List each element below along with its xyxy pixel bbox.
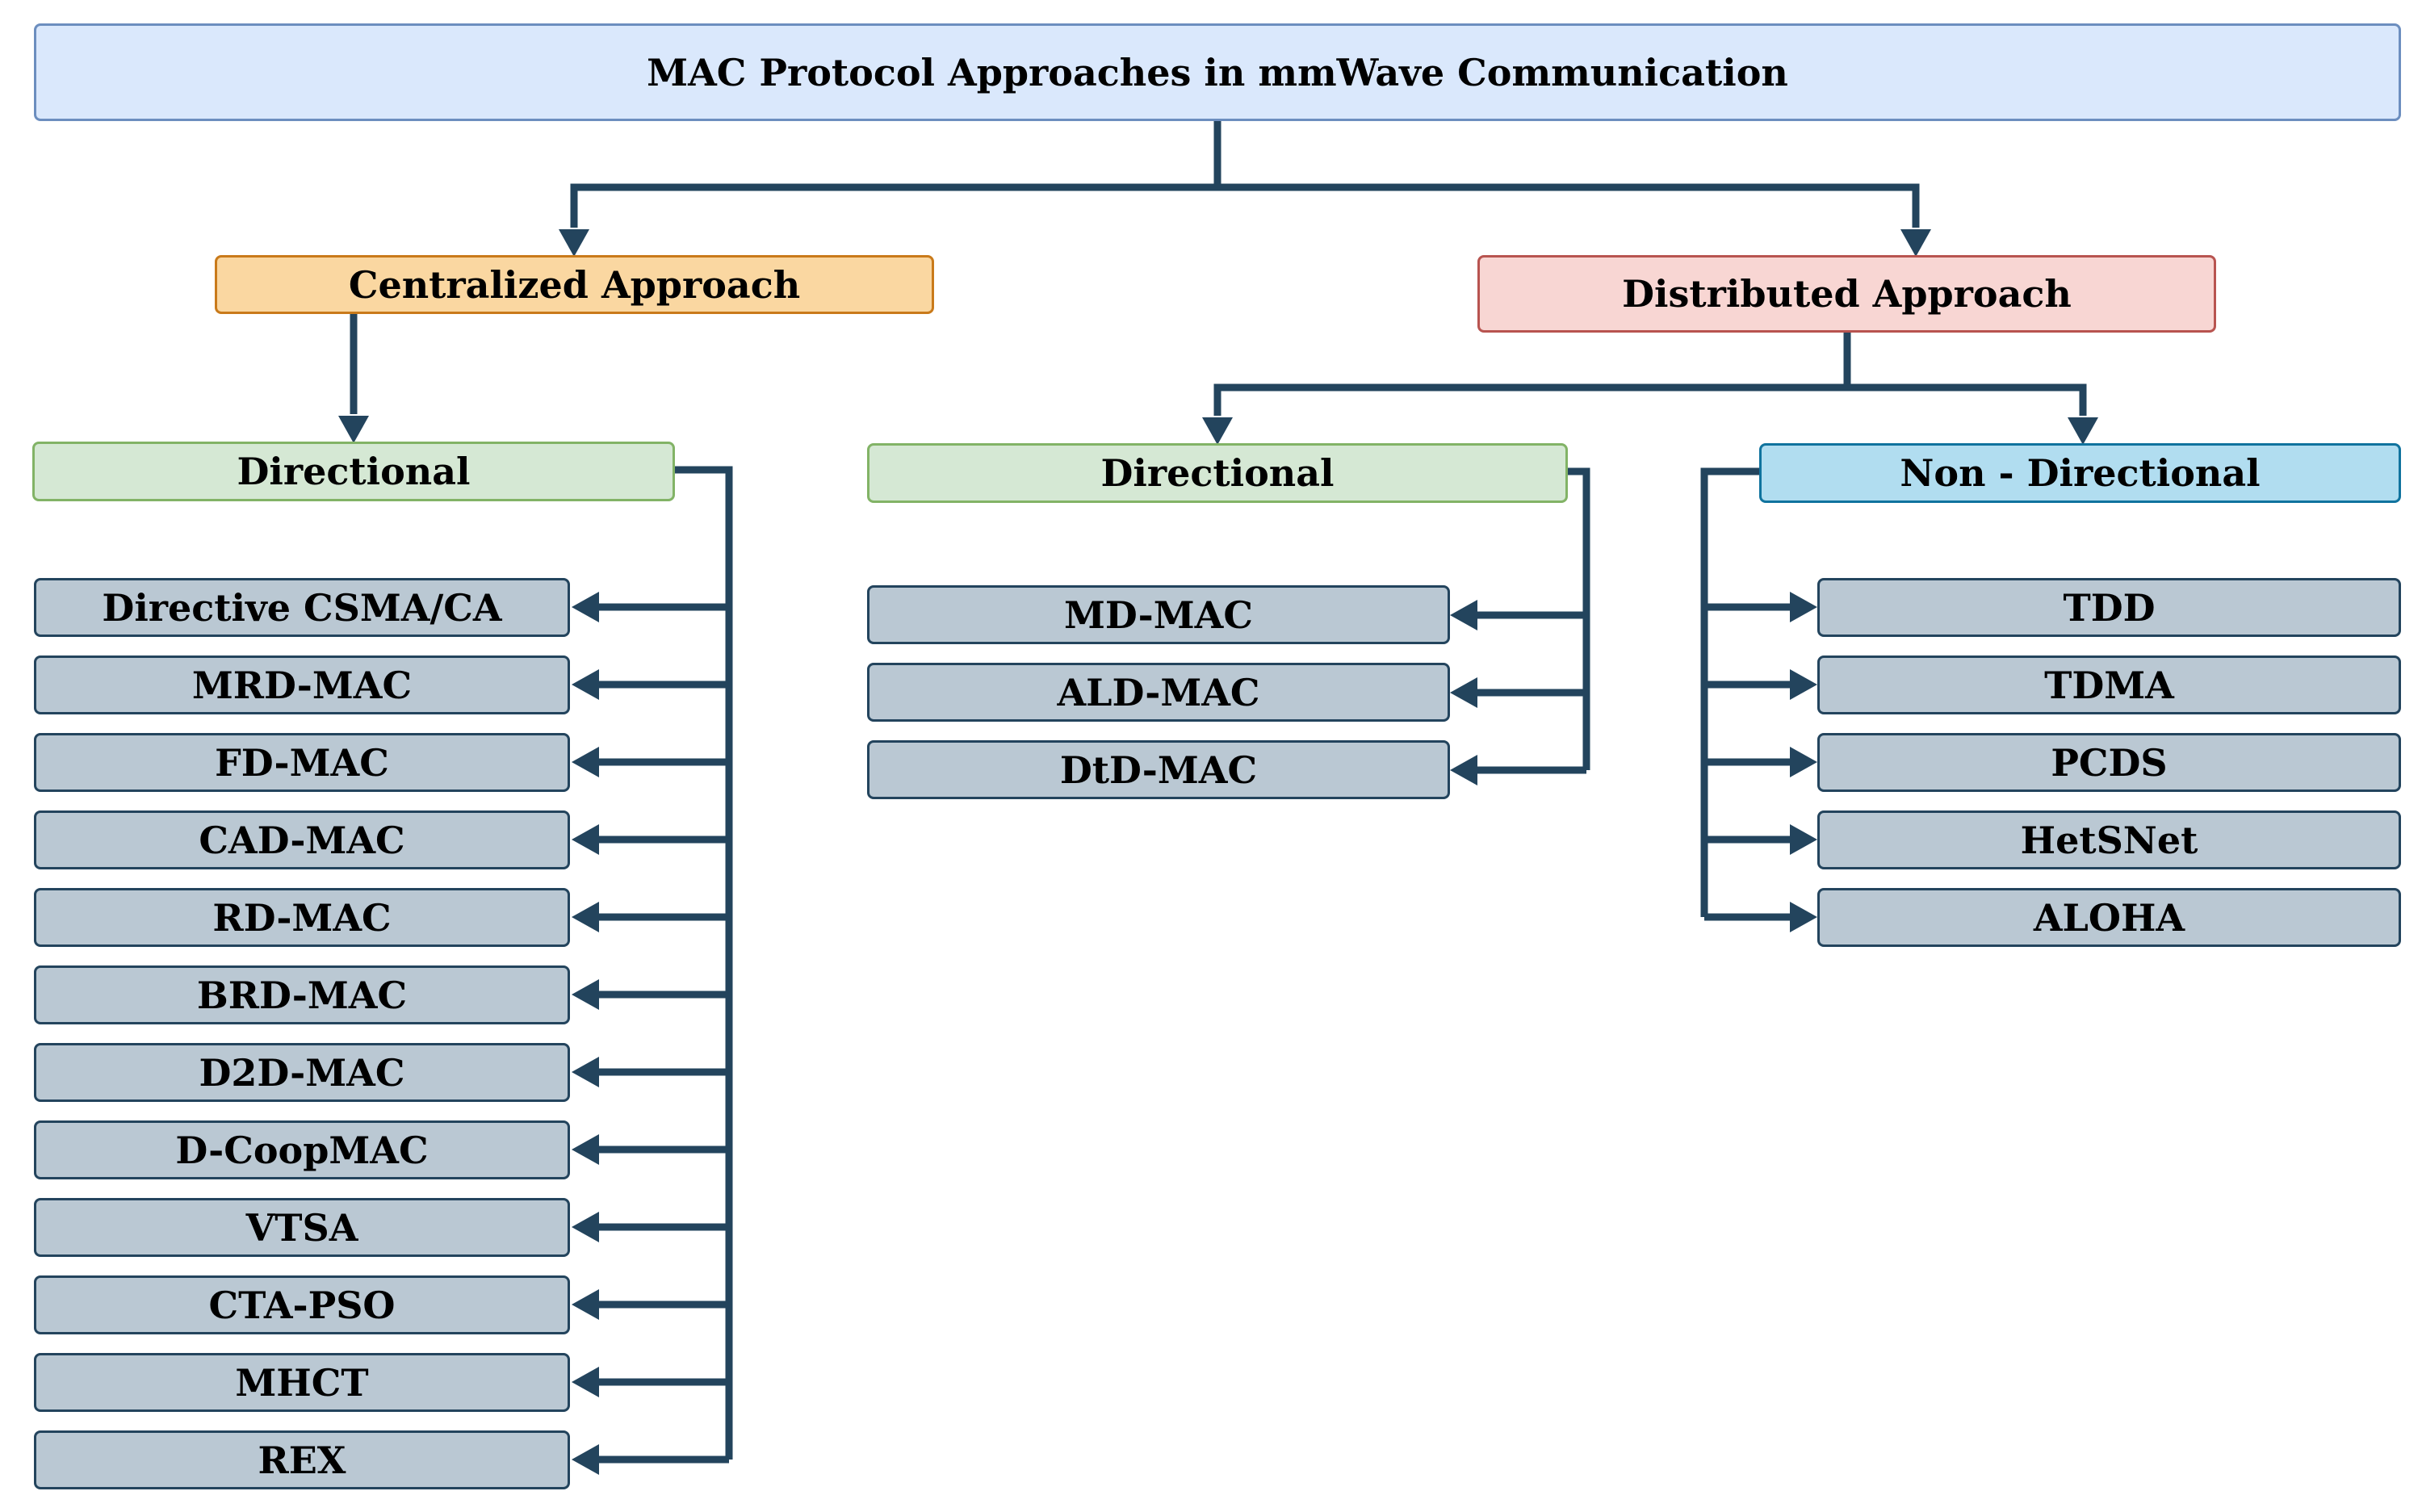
protocol-label: RD-MAC bbox=[212, 895, 392, 940]
arrowhead-left bbox=[572, 1212, 599, 1242]
protocol-label: VTSA bbox=[245, 1205, 358, 1250]
arrowhead-down bbox=[1900, 229, 1931, 257]
diagram-title-text: MAC Protocol Approaches in mmWave Commun… bbox=[647, 50, 1788, 94]
centralized-approach-label: Centralized Approach bbox=[348, 262, 801, 307]
protocol-d2d-mac: D2D-MAC bbox=[34, 1043, 570, 1102]
distributed-directional-node: Directional bbox=[867, 443, 1568, 503]
connector-distributed-to-non-directional bbox=[1847, 383, 2087, 416]
protocol-label: CAD-MAC bbox=[199, 818, 405, 862]
diagram-title: MAC Protocol Approaches in mmWave Commun… bbox=[34, 23, 2401, 121]
protocol-d-coopmac: D-CoopMAC bbox=[34, 1120, 570, 1179]
protocol-tdd: TDD bbox=[1817, 578, 2401, 637]
arrowhead-right bbox=[1790, 669, 1817, 700]
protocol-label: PCDS bbox=[2051, 740, 2168, 785]
arrowhead-right bbox=[1790, 824, 1817, 855]
protocol-label: CTA-PSO bbox=[208, 1283, 396, 1327]
arrowhead-left bbox=[572, 1134, 599, 1165]
arrowhead-right bbox=[1790, 747, 1817, 777]
arrowhead-left bbox=[1450, 755, 1477, 785]
protocol-rex: REX bbox=[34, 1430, 570, 1489]
protocol-mhct: MHCT bbox=[34, 1353, 570, 1412]
arrowhead-left bbox=[572, 669, 599, 700]
arrowhead-left bbox=[572, 1367, 599, 1397]
arrowhead-left bbox=[572, 824, 599, 855]
protocol-label: REX bbox=[258, 1438, 346, 1482]
connector-distributed-to-directional bbox=[1213, 333, 1851, 416]
arrowhead-left bbox=[1450, 677, 1477, 708]
centralized-directional-node: Directional bbox=[32, 442, 675, 501]
arrowhead-right bbox=[1790, 902, 1817, 932]
protocol-label: ALD-MAC bbox=[1057, 670, 1260, 714]
protocol-label: MRD-MAC bbox=[191, 663, 413, 707]
protocol-rd-mac: RD-MAC bbox=[34, 888, 570, 947]
protocol-label: FD-MAC bbox=[215, 740, 389, 785]
protocol-label: TDD bbox=[2063, 585, 2156, 630]
arrowhead-down bbox=[559, 229, 589, 257]
arrowhead-left bbox=[572, 902, 599, 932]
arrowhead-left bbox=[572, 592, 599, 622]
distributed-approach-node: Distributed Approach bbox=[1477, 255, 2216, 333]
arrowhead-left bbox=[572, 1057, 599, 1087]
protocol-label: D-CoopMAC bbox=[175, 1128, 429, 1172]
connector-centralized-directional-bus bbox=[675, 466, 733, 1460]
protocol-label: TDMA bbox=[2044, 663, 2174, 707]
arrowhead-left bbox=[572, 979, 599, 1010]
centralized-directional-label: Directional bbox=[237, 450, 471, 493]
protocol-brd-mac: BRD-MAC bbox=[34, 965, 570, 1024]
protocol-label: BRD-MAC bbox=[196, 973, 408, 1017]
arrowhead-down bbox=[2068, 417, 2098, 445]
arrowhead-down bbox=[338, 416, 369, 443]
protocol-label: ALOHA bbox=[2033, 895, 2185, 940]
protocol-hetsnet: HetSNet bbox=[1817, 810, 2401, 869]
connector-root-to-distributed bbox=[1217, 183, 1920, 228]
protocol-label: MD-MAC bbox=[1064, 593, 1253, 637]
protocol-mrd-mac: MRD-MAC bbox=[34, 655, 570, 714]
centralized-approach-node: Centralized Approach bbox=[215, 255, 934, 314]
protocol-fd-mac: FD-MAC bbox=[34, 733, 570, 792]
arrowhead-left bbox=[572, 1289, 599, 1320]
protocol-cad-mac: CAD-MAC bbox=[34, 810, 570, 869]
distributed-non-directional-label: Non - Directional bbox=[1900, 451, 2261, 495]
distributed-approach-label: Distributed Approach bbox=[1622, 272, 2072, 316]
protocol-label: MHCT bbox=[235, 1360, 369, 1405]
arrowhead-left bbox=[1450, 600, 1477, 630]
connector-non-directional-bus bbox=[1700, 467, 1759, 917]
arrowhead-left bbox=[572, 747, 599, 777]
protocol-label: HetSNet bbox=[2020, 818, 2198, 862]
arrowhead-right bbox=[1790, 592, 1817, 622]
arrowhead-down bbox=[1202, 417, 1233, 445]
protocol-directive-csma-ca: Directive CSMA/CA bbox=[34, 578, 570, 637]
arrowhead-left bbox=[572, 1444, 599, 1475]
protocol-dtd-mac: DtD-MAC bbox=[867, 740, 1450, 799]
protocol-ald-mac: ALD-MAC bbox=[867, 663, 1450, 722]
connector-distributed-directional-bus bbox=[1568, 467, 1590, 770]
protocol-vtsa: VTSA bbox=[34, 1198, 570, 1257]
protocol-cta-pso: CTA-PSO bbox=[34, 1275, 570, 1334]
distributed-directional-label: Directional bbox=[1100, 451, 1335, 495]
protocol-label: DtD-MAC bbox=[1059, 748, 1258, 792]
protocol-aloha: ALOHA bbox=[1817, 888, 2401, 947]
protocol-tdma: TDMA bbox=[1817, 655, 2401, 714]
protocol-md-mac: MD-MAC bbox=[867, 585, 1450, 644]
protocol-label: Directive CSMA/CA bbox=[102, 585, 502, 630]
protocol-pcds: PCDS bbox=[1817, 733, 2401, 792]
distributed-non-directional-node: Non - Directional bbox=[1759, 443, 2401, 503]
protocol-label: D2D-MAC bbox=[199, 1050, 405, 1095]
connector-root-to-centralized bbox=[570, 121, 1221, 228]
